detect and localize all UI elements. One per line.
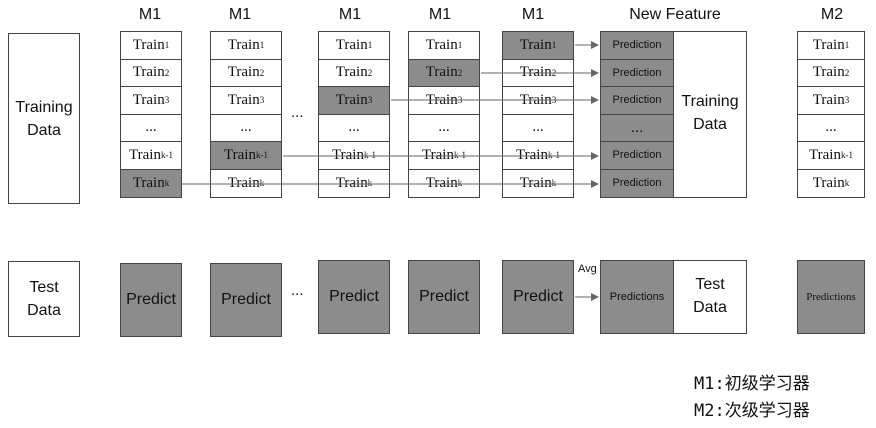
note-m2: M2:次级学习器 bbox=[694, 396, 810, 421]
note-m1: M1:初级学习器 bbox=[694, 369, 810, 394]
